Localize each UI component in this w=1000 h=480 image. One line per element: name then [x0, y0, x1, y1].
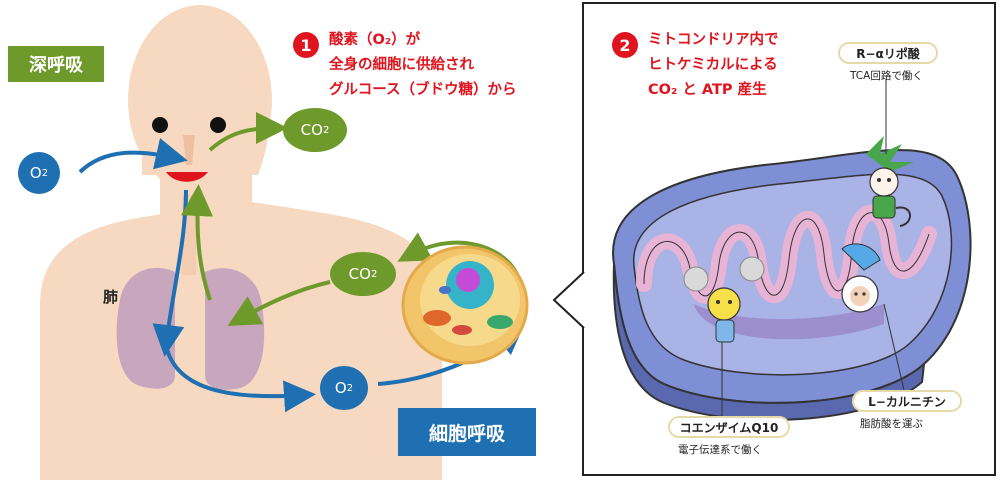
step-2-line: ヒトケミカルによる: [648, 57, 778, 73]
o2-text: O: [334, 379, 347, 397]
co2-sub: 2: [370, 268, 378, 280]
o2-sub: 2: [346, 382, 354, 394]
cell-illustration: [401, 245, 529, 365]
step-1: 1 酸素（O₂）が 全身の細胞に供給され グルコース（ブドウ糖）から: [293, 32, 516, 103]
lipoic-acid-character: [866, 136, 914, 227]
deep-breathing-tag: 深呼吸: [8, 46, 104, 82]
lipoic-acid-caption: TCA回路で働く: [850, 70, 923, 82]
deep-breathing-label: 深呼吸: [29, 55, 83, 76]
mouth: [166, 172, 208, 182]
coq10-character: [683, 256, 765, 343]
o2-text: O: [29, 164, 42, 182]
left-eye: [152, 117, 168, 133]
step-2: 2 ミトコンドリア内で ヒトケミカルによる CO₂ と ATP 産生: [612, 32, 779, 103]
coq10-label: コエンザイムQ10: [668, 416, 790, 438]
right-eye: [210, 117, 226, 133]
right-lung: [205, 268, 265, 390]
carnitine-label: L−カルニチン: [852, 390, 962, 412]
co2-text: CO: [348, 265, 371, 283]
step-2-line: CO₂ と ATP 産生: [648, 82, 767, 98]
carnitine-character: [841, 243, 881, 313]
arrow-co2-to-lungs: [227, 280, 331, 326]
lipoic-acid-label: R−αリポ酸: [838, 42, 938, 64]
head: [128, 5, 272, 195]
lung-label: 肺: [103, 288, 119, 306]
step-1-line: グルコース（ブドウ糖）から: [329, 82, 517, 98]
fold-shading: [694, 304, 884, 340]
panel-pointer: [552, 271, 585, 329]
leader-carnitine: [883, 303, 905, 391]
coq10-caption: 電子伝達系で働く: [678, 444, 762, 456]
membrane-rim: [612, 263, 926, 422]
step-1-line: 酸素（O₂）が: [329, 32, 421, 48]
step-1-text: 酸素（O₂）が 全身の細胞に供給され グルコース（ブドウ糖）から: [329, 28, 516, 103]
cellular-respiration-tag: 細胞呼吸: [398, 408, 536, 456]
step-1-line: 全身の細胞に供給され: [329, 57, 474, 73]
left-lung: [116, 267, 175, 389]
step-2-number: 2: [612, 32, 638, 58]
mitochondrion-illustration: [612, 79, 972, 422]
co2-text: CO: [300, 121, 323, 139]
co2-sub: 2: [322, 124, 330, 136]
arrow-o2-blood: [164, 344, 316, 413]
step-1-number: 1: [293, 32, 319, 58]
step-2-text: ミトコンドリア内で ヒトケミカルによる CO₂ と ATP 産生: [648, 28, 779, 103]
carnitine-caption: 脂肪酸を運ぶ: [860, 418, 923, 430]
step-2-line: ミトコンドリア内で: [648, 32, 779, 48]
arrow-co2-up: [181, 184, 214, 301]
arrow-co2-exhale: [208, 112, 288, 152]
cellular-respiration-label: 細胞呼吸: [428, 422, 505, 445]
arrow-o2-inhale: [78, 138, 188, 174]
o2-sub: 2: [41, 167, 49, 179]
